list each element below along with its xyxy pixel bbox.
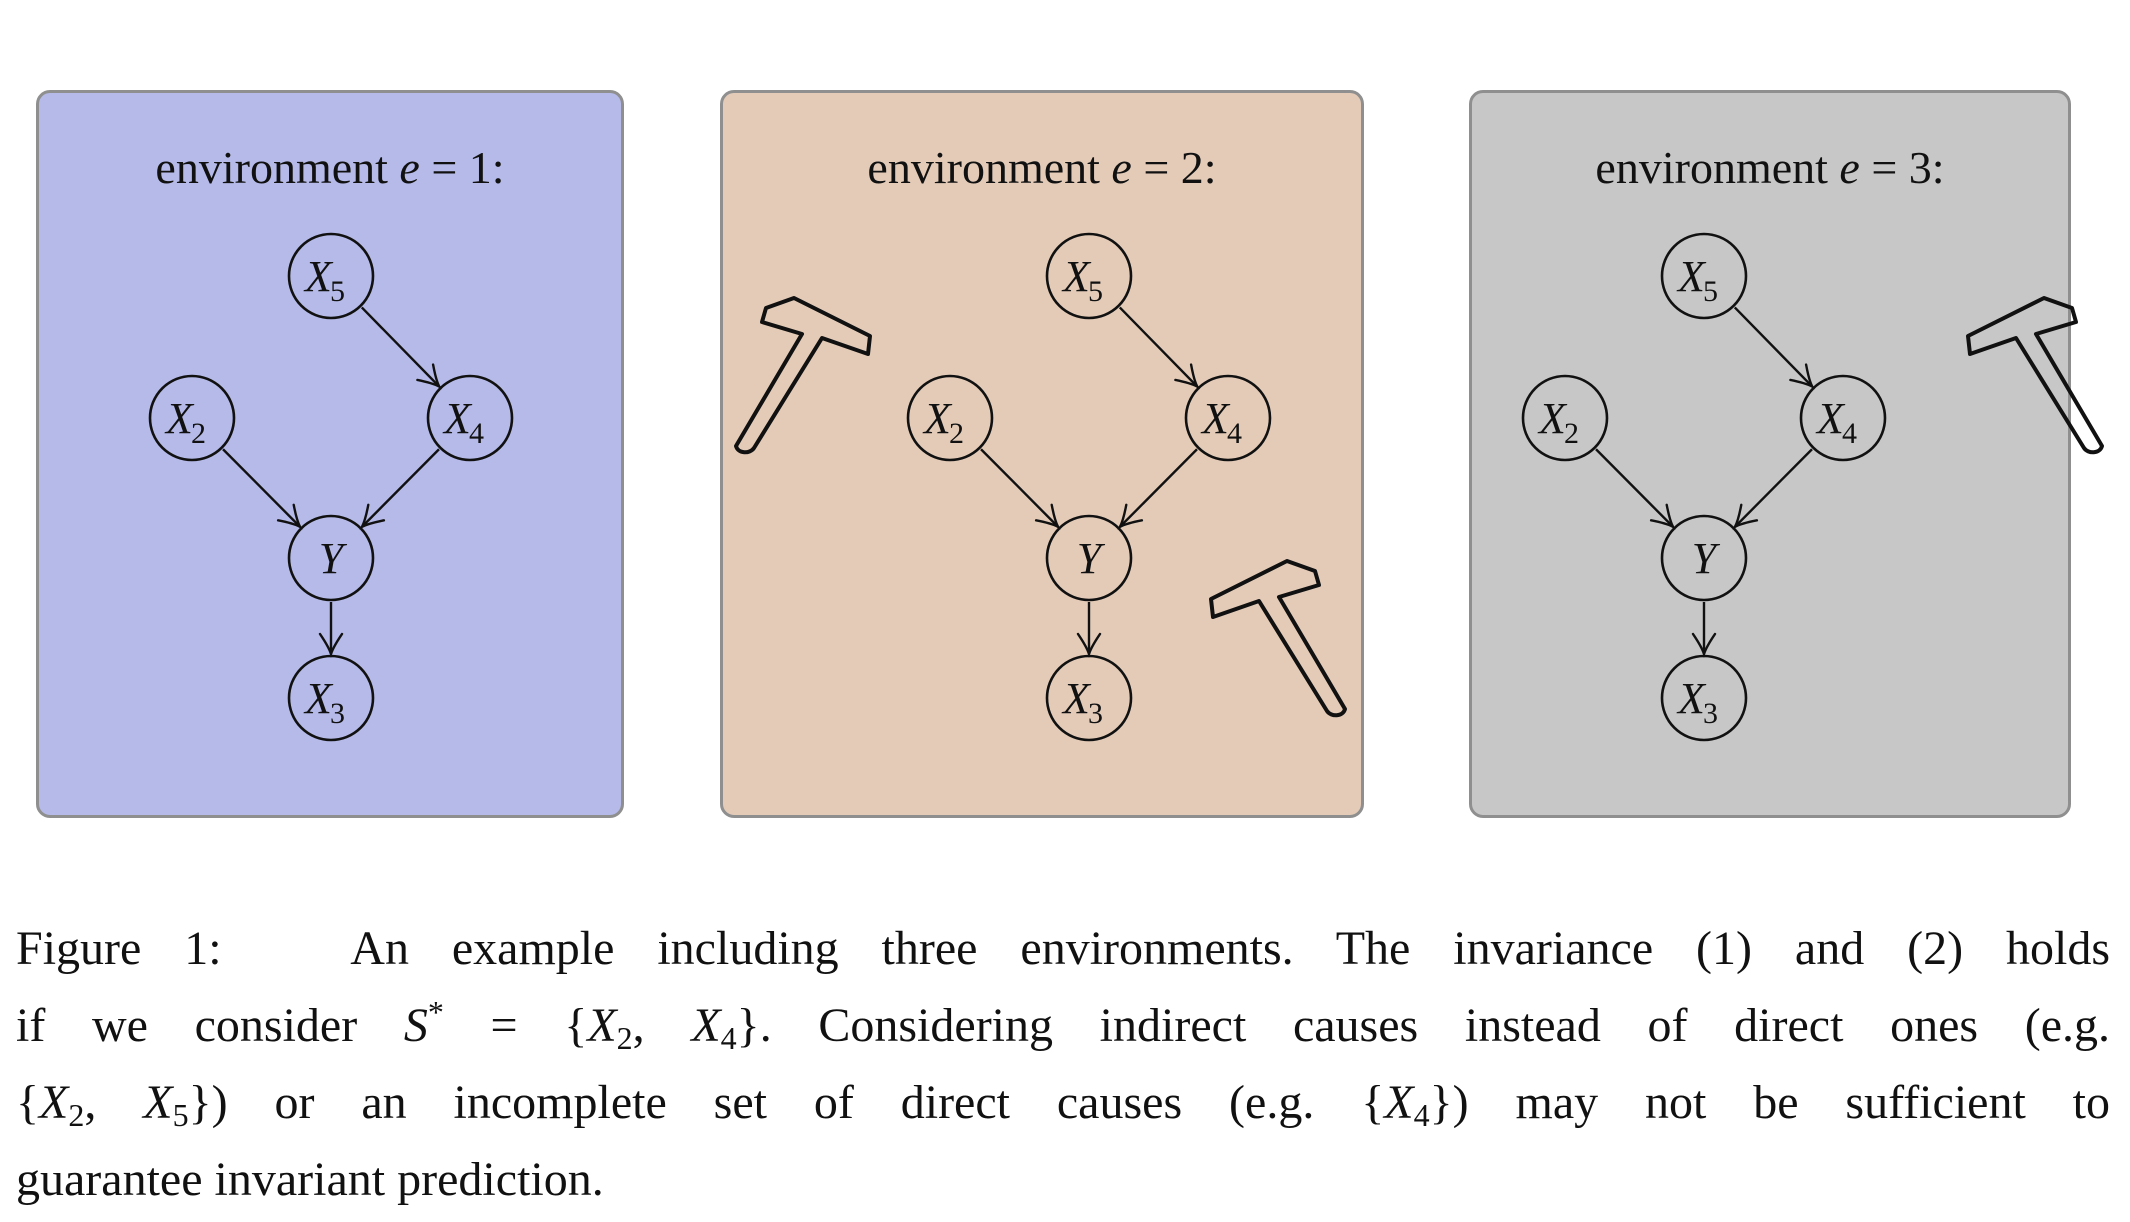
intervention-hammer-icon <box>1966 296 2104 455</box>
node-x2: X2 <box>906 374 994 462</box>
edge-X2-to-Y <box>980 448 1061 530</box>
node-label: X5 <box>303 252 345 308</box>
panel-title: environment e = 2: <box>867 142 1217 193</box>
node-y: Y <box>287 514 375 602</box>
edge-Y-to-X3 <box>1691 602 1717 658</box>
figure-label: Figure 1: <box>16 922 222 975</box>
node-label: X3 <box>1676 674 1718 730</box>
node-label: X3 <box>1061 674 1103 730</box>
edge-X2-to-Y <box>1595 448 1676 530</box>
node-circle <box>1045 514 1133 602</box>
node-label: Y <box>1692 534 1721 583</box>
intervention-hammer-icon <box>734 296 872 455</box>
edge-X4-to-Y <box>1732 448 1813 530</box>
node-circle <box>287 514 375 602</box>
node-circle <box>1660 232 1748 320</box>
node-circle <box>1660 654 1748 742</box>
node-label: X2 <box>1537 394 1579 450</box>
node-x2: X2 <box>1521 374 1609 462</box>
edge-X4-to-Y <box>359 448 440 530</box>
node-y: Y <box>1660 514 1748 602</box>
edge-X5-to-X4 <box>1733 306 1816 390</box>
figure-caption: Figure 1: An example including three env… <box>16 910 2110 1218</box>
node-circle <box>1184 374 1272 462</box>
panel-title: environment e = 3: <box>1595 142 1945 193</box>
node-circle <box>287 654 375 742</box>
node-circle <box>906 374 994 462</box>
edge-Y-to-X3 <box>1076 602 1102 658</box>
node-circle <box>1799 374 1887 462</box>
node-circle <box>1521 374 1609 462</box>
node-circle <box>148 374 236 462</box>
node-label: X3 <box>303 674 345 730</box>
edge-X2-to-Y <box>222 448 303 530</box>
intervention-hammer-icon <box>1209 559 1347 718</box>
node-x2: X2 <box>148 374 236 462</box>
node-x3: X3 <box>1045 654 1133 742</box>
node-x5: X5 <box>1045 232 1133 320</box>
node-x5: X5 <box>287 232 375 320</box>
node-x3: X3 <box>1660 654 1748 742</box>
caption-line-4: guarantee invariant prediction. <box>16 1153 604 1206</box>
edge-X5-to-X4 <box>360 306 443 390</box>
node-label: X2 <box>164 394 206 450</box>
node-circle <box>287 232 375 320</box>
node-label: X4 <box>1815 394 1857 450</box>
panel-title: environment e = 1: <box>155 142 505 193</box>
node-label: X2 <box>922 394 964 450</box>
node-x4: X4 <box>1799 374 1887 462</box>
node-x4: X4 <box>1184 374 1272 462</box>
caption-line-1: Figure 1: An example including three env… <box>16 922 2110 975</box>
caption-line-2: if we consider S* = {X2, X4}. Considerin… <box>16 994 2111 1056</box>
node-x5: X5 <box>1660 232 1748 320</box>
edge-Y-to-X3 <box>318 602 344 658</box>
node-label: X4 <box>1200 394 1242 450</box>
node-label: Y <box>319 534 348 583</box>
node-circle <box>1045 654 1133 742</box>
caption-line-3: {X2, X5}) or an incomplete set of direct… <box>16 1076 2111 1133</box>
node-circle <box>426 374 514 462</box>
node-x4: X4 <box>426 374 514 462</box>
node-label: X5 <box>1676 252 1718 308</box>
node-x3: X3 <box>287 654 375 742</box>
node-label: X4 <box>442 394 484 450</box>
node-circle <box>1660 514 1748 602</box>
edge-X4-to-Y <box>1117 448 1198 530</box>
node-y: Y <box>1045 514 1133 602</box>
edge-X5-to-X4 <box>1118 306 1201 390</box>
node-label: X5 <box>1061 252 1103 308</box>
node-label: Y <box>1077 534 1106 583</box>
node-circle <box>1045 232 1133 320</box>
